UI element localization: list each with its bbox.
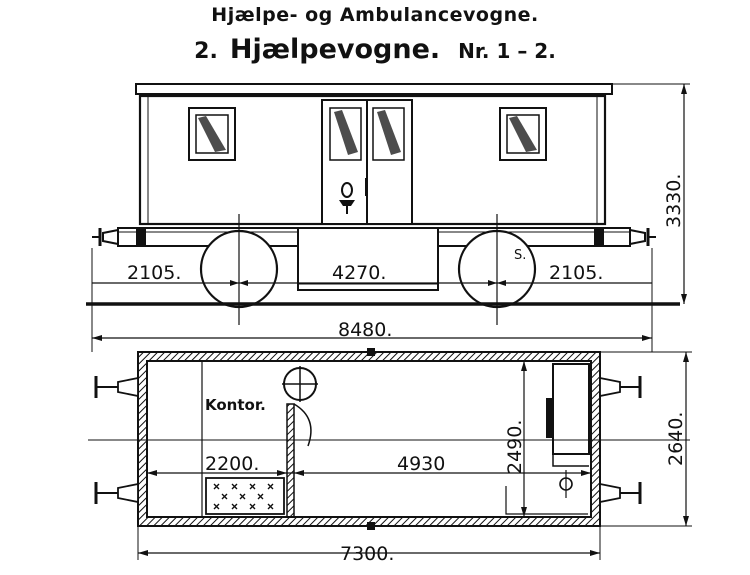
section-number: 2. bbox=[194, 39, 218, 64]
dim-outer-width-label: 2640. bbox=[665, 412, 687, 466]
plan-buffer-left-top bbox=[94, 376, 139, 398]
dim-inner-width-label: 2490. bbox=[504, 420, 526, 474]
office-bench bbox=[205, 477, 285, 515]
wheel-right bbox=[457, 214, 537, 325]
door-handle bbox=[339, 182, 355, 214]
plan-buffer-right-top bbox=[599, 376, 642, 398]
dim-main-room-length: 4930 bbox=[397, 453, 445, 475]
dim-height bbox=[612, 83, 690, 304]
dim-outer-width bbox=[600, 351, 692, 527]
dim-wheelbase: 4270. bbox=[332, 262, 386, 284]
wheel-left bbox=[199, 214, 279, 325]
page-title: Hjælpe- og Ambulancevogne. bbox=[211, 4, 539, 26]
wagon-type: Hjælpevogne. bbox=[229, 34, 441, 65]
double-door bbox=[321, 99, 413, 225]
office-label: Kontor. bbox=[205, 396, 266, 414]
dim-body-length-label: 7300. bbox=[340, 543, 394, 565]
plan-buffer-right-bottom bbox=[599, 482, 642, 504]
wagon-serial: Nr. 1 – 2. bbox=[458, 39, 556, 63]
dim-interior-lengths bbox=[147, 470, 591, 476]
side-elevation: 2105. 4270. 2105. S. 8480. 3330. bbox=[86, 83, 690, 352]
office-partition bbox=[201, 361, 312, 518]
buffer-right bbox=[629, 228, 656, 246]
dim-inner-width bbox=[521, 361, 527, 517]
right-cabinet bbox=[546, 363, 590, 467]
page-subtitle: 2. Hjælpevogne. Nr. 1 – 2. bbox=[0, 34, 750, 65]
floor-plan: 2200. 4930 2490. 2640. 7300. Kontor bbox=[88, 348, 692, 565]
roof bbox=[135, 83, 613, 97]
wash-basin bbox=[505, 470, 588, 515]
dim-axle-spacing bbox=[91, 248, 653, 352]
plan-buffer-left-bottom bbox=[94, 482, 139, 504]
buffer-left bbox=[92, 228, 119, 246]
side-window-right bbox=[499, 107, 547, 161]
dim-car-height: 3330. bbox=[663, 174, 685, 228]
side-window-left bbox=[188, 107, 236, 161]
dim-body-length bbox=[137, 526, 601, 560]
dim-overhang-right: 2105. bbox=[549, 262, 603, 284]
marker-s: S. bbox=[514, 248, 526, 263]
dim-overhang-left: 2105. bbox=[127, 262, 181, 284]
stove-symbol bbox=[282, 366, 318, 402]
dim-length-over-buffers: 8480. bbox=[338, 319, 392, 341]
dim-overall-length bbox=[92, 335, 652, 341]
dim-office-length: 2200. bbox=[205, 453, 259, 475]
